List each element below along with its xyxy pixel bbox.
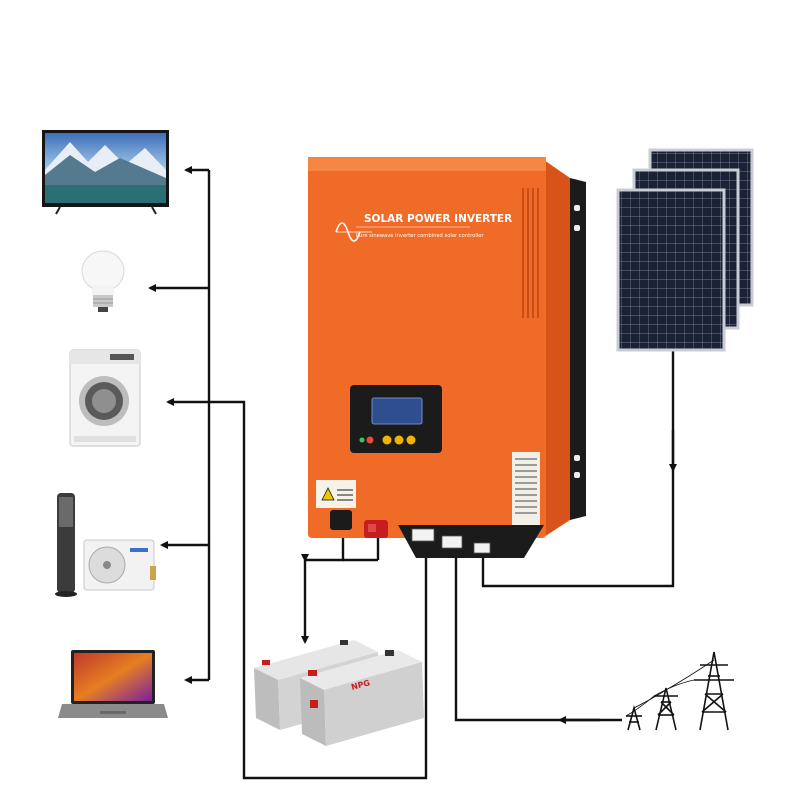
inverter-bottom-panel	[398, 525, 544, 558]
battery-icon: NPG	[254, 640, 424, 746]
power-tower-icon	[625, 651, 734, 731]
status-led-1	[366, 436, 374, 444]
washing-machine-icon	[69, 349, 141, 447]
ac-input-terminal	[441, 535, 463, 549]
warning-icon	[321, 487, 335, 501]
light-bulb-icon	[81, 250, 125, 312]
button-3	[406, 435, 416, 445]
inverter-vents	[522, 188, 539, 318]
inverter-output-wire	[166, 398, 428, 780]
solar-panel-front	[616, 188, 726, 352]
button-1	[382, 435, 392, 445]
solar-inverter: SOLAR POWER INVERTER Pure sinewave inver…	[308, 157, 586, 558]
laptop-icon	[58, 650, 168, 718]
solar-panel-icon	[616, 148, 754, 352]
pv-input-terminal	[473, 542, 491, 554]
tv-icon	[42, 130, 169, 215]
battery-negative-terminal	[330, 510, 352, 530]
status-led-2	[359, 437, 365, 443]
button-2	[394, 435, 404, 445]
inverter-side	[544, 160, 570, 537]
grid-input-wire	[454, 548, 622, 722]
spec-sticker	[512, 452, 540, 530]
inverter-title: SOLAR POWER INVERTER	[364, 213, 512, 225]
inverter-subtitle: Pure sinewave inverter combined solar co…	[356, 233, 484, 239]
inverter-mount-bracket	[570, 178, 586, 520]
ac-output-terminal	[411, 528, 435, 542]
wiring	[148, 166, 677, 780]
lcd-display	[372, 398, 422, 424]
air-conditioner-icon	[55, 493, 156, 597]
